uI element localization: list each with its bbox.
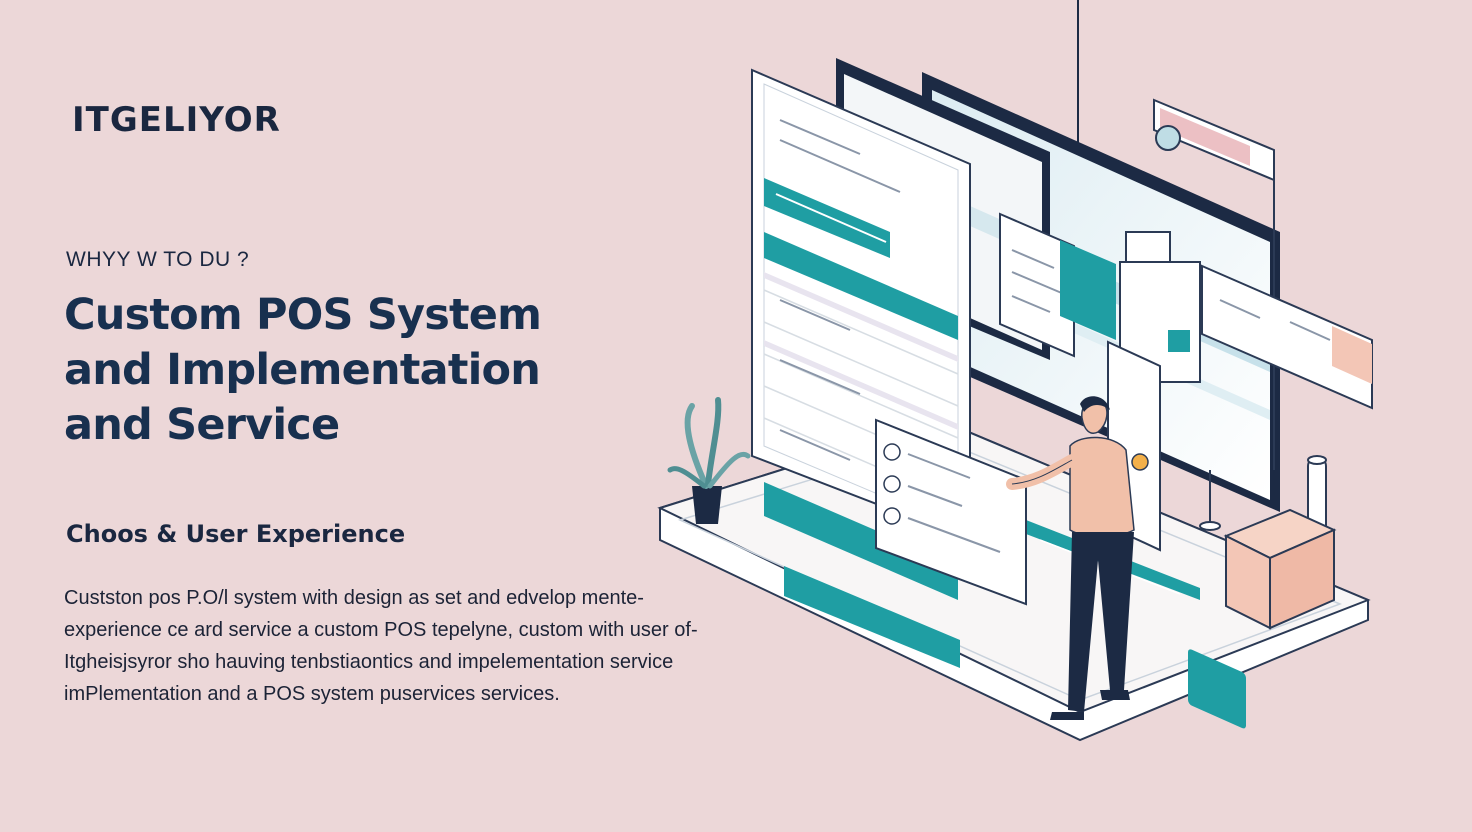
box-icon	[1223, 508, 1337, 630]
person-icon	[1006, 396, 1135, 720]
hero-text-panel: ITGELIYOR WHYY W TO DU ? Custom POS Syst…	[64, 0, 784, 832]
checklist-card-icon	[875, 418, 1027, 606]
body-line-3: Itgheisjsyror sho hauving tenbstiaontics…	[64, 651, 674, 673]
body-line-1: Custston pos P.O/l system with design as…	[64, 587, 644, 609]
lamp-icon	[1153, 98, 1275, 470]
title-line-3: and Service	[64, 400, 340, 450]
brand-logo: ITGELIYOR	[72, 100, 281, 140]
page-title: Custom POS System and Implementation and…	[64, 288, 542, 453]
plant-icon	[667, 397, 751, 524]
pos-system-illustration-icon	[657, 0, 1373, 742]
title-line-1: Custom POS System	[64, 290, 542, 340]
body-line-4: imPlementation and a POS system puservic…	[64, 683, 560, 705]
tablet-screen-icon	[751, 68, 971, 600]
bottle-icon	[1119, 231, 1201, 383]
body-paragraph: Custston pos P.O/l system with design as…	[64, 582, 784, 710]
right-panel-icon	[1201, 264, 1373, 410]
kicker-text: WHYY W TO DU ?	[66, 248, 250, 271]
screen-badge-icon	[1188, 649, 1246, 729]
title-line-2: and Implementation	[64, 345, 541, 395]
body-line-2: experience ce ard service a custom POS t…	[64, 619, 698, 641]
floating-card-icon	[999, 212, 1116, 358]
subtitle: Choos & User Experience	[66, 520, 406, 548]
